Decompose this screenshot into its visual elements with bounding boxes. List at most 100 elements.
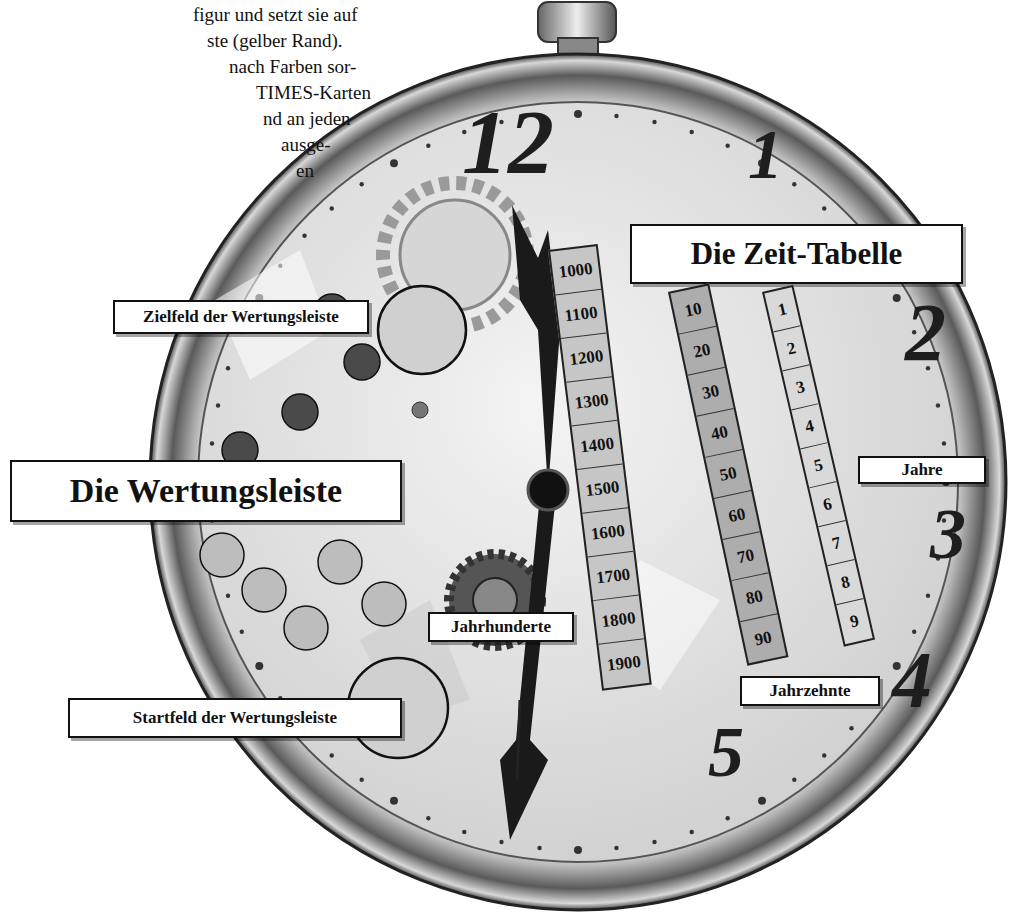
year-number: 6 xyxy=(821,494,834,515)
watch-hand xyxy=(512,205,560,490)
dial-numeral: 12 xyxy=(462,96,554,188)
label-box: Jahrhunderte xyxy=(428,612,574,642)
table-cell: 1400 xyxy=(572,421,623,470)
minute-dot xyxy=(652,120,656,124)
minute-dot xyxy=(302,234,306,238)
label-box: Die Zeit-Tabelle xyxy=(630,224,963,284)
rules-text: nd an jeden xyxy=(263,108,351,131)
table-cell: 20 xyxy=(679,327,725,376)
screw xyxy=(412,402,428,418)
year-number: 1700 xyxy=(595,564,631,588)
table-cell: 6 xyxy=(809,482,845,527)
minute-dot xyxy=(537,846,541,850)
watch-hand xyxy=(500,495,556,840)
score-field xyxy=(318,540,362,584)
year-number: 10 xyxy=(683,298,704,321)
year-number: 90 xyxy=(753,627,774,650)
table-cell: 2 xyxy=(773,326,809,371)
minute-dot xyxy=(614,114,618,118)
minute-dot xyxy=(652,840,656,844)
table-cell: 1500 xyxy=(577,464,628,513)
year-number: 8 xyxy=(839,571,852,592)
table-cell: 4 xyxy=(791,404,827,449)
year-number: 60 xyxy=(726,504,747,527)
score-field xyxy=(284,606,328,650)
year-number: 5 xyxy=(812,455,825,476)
hand-pivot xyxy=(528,470,568,510)
year-number: 80 xyxy=(744,586,765,609)
score-field xyxy=(344,344,380,380)
label-box: Startfeld der Wertungsleiste xyxy=(68,698,402,738)
minute-dot xyxy=(359,778,363,782)
dial-numeral: 1 xyxy=(748,120,783,190)
minute-dot xyxy=(725,144,729,148)
table-cell: 1200 xyxy=(561,333,612,382)
table-cell: 1 xyxy=(764,287,800,332)
rules-text: nach Farben sor- xyxy=(229,56,356,79)
minute-dot xyxy=(893,294,901,302)
year-number: 1600 xyxy=(590,520,626,544)
year-number: 70 xyxy=(735,545,756,568)
minute-dot xyxy=(725,816,729,820)
table-cell: 70 xyxy=(723,532,769,581)
minute-dot xyxy=(390,797,398,805)
minute-dot xyxy=(462,830,466,834)
minute-dot xyxy=(226,366,230,370)
minute-dot xyxy=(426,144,430,148)
year-number: 20 xyxy=(692,339,713,362)
minute-dot xyxy=(936,403,940,407)
minute-dot xyxy=(240,629,244,633)
score-field xyxy=(282,394,318,430)
rules-text: ausge- xyxy=(281,134,331,157)
table-cell: 50 xyxy=(705,450,751,499)
second-hand xyxy=(517,700,520,780)
table-cell: 1600 xyxy=(582,508,633,557)
box-label: Die Wertungsleiste xyxy=(70,472,342,510)
minute-dot xyxy=(390,159,398,167)
minute-dot xyxy=(216,403,220,407)
rules-text: en xyxy=(296,160,314,183)
dial-numeral: 5 xyxy=(708,716,744,788)
table-cell: 9 xyxy=(836,599,872,644)
year-number: 4 xyxy=(803,416,816,437)
year-number: 3 xyxy=(794,377,807,398)
table-cell: 40 xyxy=(697,409,743,458)
table-cell: 1300 xyxy=(566,377,617,426)
watch-crown xyxy=(538,2,616,42)
score-field xyxy=(242,568,286,612)
table-cell: 10 xyxy=(670,286,716,335)
minute-dot xyxy=(330,753,334,757)
table-cell: 3 xyxy=(782,365,818,410)
minute-dot xyxy=(330,206,334,210)
minute-dot xyxy=(499,840,503,844)
table-cell: 1100 xyxy=(556,290,607,339)
goal-field-circle xyxy=(378,286,466,374)
minute-dot xyxy=(926,594,930,598)
minute-dot xyxy=(792,778,796,782)
year-number: 1200 xyxy=(568,346,604,370)
box-label: Jahrhunderte xyxy=(451,617,551,637)
year-number: 1000 xyxy=(558,258,594,282)
minute-dot xyxy=(574,846,582,854)
rules-text: TIMES-Karten xyxy=(256,82,371,105)
minute-dot xyxy=(849,726,853,730)
year-number: 1800 xyxy=(600,608,636,632)
minute-dot xyxy=(255,662,263,670)
year-number: 1100 xyxy=(563,302,598,326)
table-cell: 1000 xyxy=(550,246,601,295)
label-box: Jahrzehnte xyxy=(740,676,880,706)
minute-dot xyxy=(912,629,916,633)
rules-text: figur und setzt sie auf xyxy=(193,4,358,27)
year-number: 40 xyxy=(709,421,730,444)
table-cell: 1900 xyxy=(598,639,649,688)
box-label: Die Zeit-Tabelle xyxy=(691,236,903,272)
dial-numeral: 2 xyxy=(905,292,946,374)
minute-dot xyxy=(822,753,826,757)
box-label: Startfeld der Wertungsleiste xyxy=(133,708,337,728)
year-number: 7 xyxy=(830,532,843,553)
minute-dot xyxy=(226,594,230,598)
minute-dot xyxy=(614,846,618,850)
table-cell: 60 xyxy=(714,491,760,540)
year-number: 9 xyxy=(848,611,861,632)
dial-numeral: 4 xyxy=(892,640,932,720)
